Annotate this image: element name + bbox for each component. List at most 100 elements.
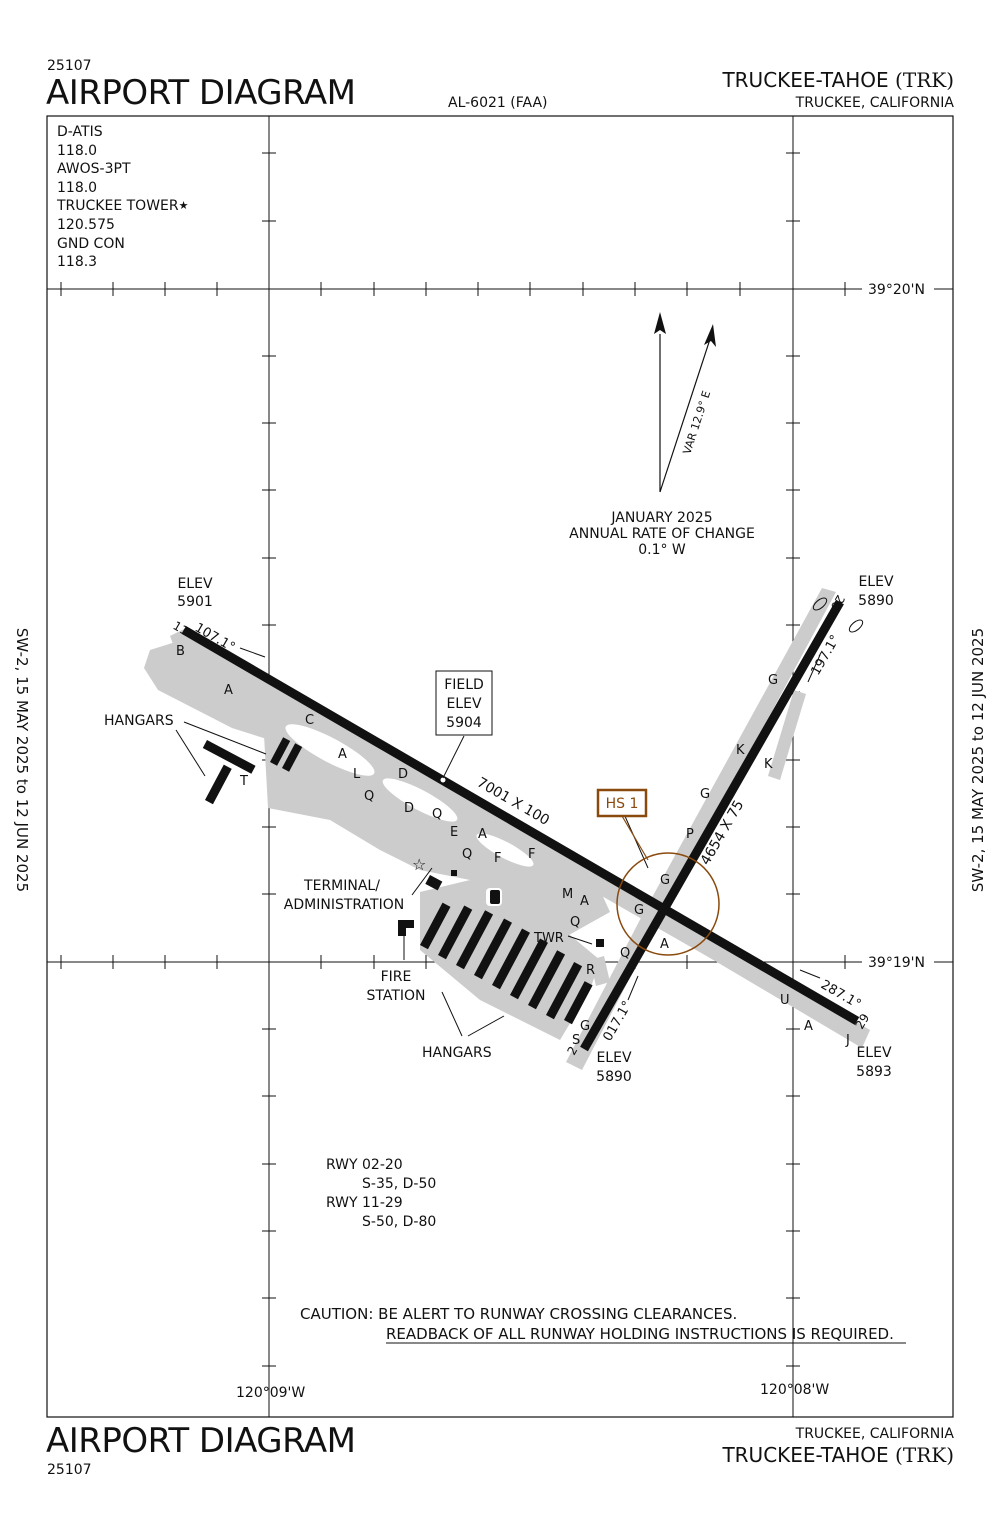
taxiway-label: A: [478, 827, 487, 842]
diagram-frame: [46, 115, 954, 1418]
hangars-south-label: HANGARS: [422, 1045, 492, 1061]
caution-line1: CAUTION: BE ALERT TO RUNWAY CROSSING CLE…: [300, 1305, 737, 1323]
runway-11-29: [181, 626, 860, 1025]
lat-label-north: 39°20'N: [868, 282, 925, 298]
taxiway-label: Q: [432, 807, 442, 822]
elev-label-20: ELEV: [858, 574, 893, 590]
taxiway-g-parallel: [566, 588, 836, 1070]
airport-name: TRUCKEE-TAHOE: [722, 68, 889, 92]
lat-label-south: 39°19'N: [868, 955, 925, 971]
mag-rate: 0.1° W: [638, 542, 686, 558]
taxiway-label: F: [528, 847, 535, 862]
hangars-west-label: HANGARS: [104, 713, 174, 729]
taxiway-label: Q: [620, 946, 630, 961]
elev-value-29: 5893: [856, 1064, 892, 1080]
strength-runway: RWY 02-20: [326, 1157, 403, 1173]
taxiway-label: K: [764, 757, 773, 772]
freq-label: GND CON: [57, 235, 125, 252]
taxiway-label: R: [586, 963, 595, 978]
taxiway-label: M: [562, 887, 573, 902]
freq-value: 120.575: [57, 216, 115, 233]
taxiway-label: D: [404, 801, 414, 816]
lat-lon-grid: [47, 116, 953, 1417]
lon-label-west: 120°09'W: [236, 1385, 305, 1401]
runway-02-20: [580, 599, 844, 1052]
taxiway-label: U: [780, 993, 790, 1008]
fire-station-label-2: STATION: [366, 988, 425, 1004]
field-elev-line2: ELEV: [446, 696, 481, 712]
chart-title: AIRPORT DIAGRAM: [46, 73, 356, 113]
hangar-buildings: [202, 737, 604, 1025]
taxiway-label: G: [660, 873, 670, 888]
taxiway-label: A: [338, 747, 347, 762]
taxiway-label: A: [660, 937, 669, 952]
fire-station-label-1: FIRE: [381, 969, 412, 985]
freq-value: 118.3: [57, 254, 98, 271]
taxiway-label: Q: [462, 847, 472, 862]
taxiway-label: A: [580, 894, 589, 909]
grid-ticks: [60, 152, 846, 1367]
tower-star-icon: ☆: [412, 855, 426, 874]
taxiway-label: S: [572, 1033, 580, 1048]
rwy-end-11: 11: [171, 618, 191, 638]
taxiway-label: Q: [570, 915, 580, 930]
taxiway-label: K: [736, 743, 745, 758]
field-elev-box: [435, 670, 493, 736]
taxiway-label: D: [398, 767, 408, 782]
taxiway-label: Q: [364, 789, 374, 804]
elev-label-11: ELEV: [177, 576, 212, 592]
pavement: [144, 588, 870, 1070]
taxiway-labels: B A C T A L Q D D Q E A F Q F M A Q Q R …: [176, 644, 850, 1048]
freq-label: AWOS-3PT: [57, 161, 131, 178]
mag-rate-label: ANNUAL RATE OF CHANGE: [569, 526, 755, 542]
chart-title-bottom: AIRPORT DIAGRAM: [46, 1421, 356, 1461]
taxiway-label: B: [176, 644, 185, 659]
airport-name-top: TRUCKEE-TAHOE (TRK): [722, 68, 954, 92]
freq-value: 118.0: [57, 179, 98, 196]
taxiway-label: T: [239, 774, 248, 789]
taxiway-label: A: [804, 1019, 813, 1034]
taxiway-label: J: [845, 1033, 850, 1048]
airport-id: (TRK): [895, 1443, 954, 1467]
mag-date: JANUARY 2025: [610, 510, 712, 526]
taxiway-label: G: [634, 903, 644, 918]
taxiway-label: C: [305, 713, 314, 728]
elev-value-20: 5890: [858, 593, 894, 609]
caution-line2: READBACK OF ALL RUNWAY HOLDING INSTRUCTI…: [386, 1325, 894, 1343]
strength-value: S-35, D-50: [362, 1176, 436, 1192]
west-apron: [144, 640, 270, 740]
approach-light-icon: [812, 597, 864, 633]
strength-runway: RWY 11-29: [326, 1195, 403, 1211]
north-arrow-icon: [654, 312, 666, 492]
taxiway-k: [768, 690, 806, 780]
freq-value: 118.0: [57, 142, 98, 159]
freq-label: D-ATIS: [57, 124, 103, 140]
hotspot-circle: [616, 852, 720, 956]
frequency-list: D-ATIS 118.0 AWOS-3PT 118.0 TRUCKEE TOWE…: [57, 123, 189, 272]
elev-label-02: ELEV: [596, 1050, 631, 1066]
airport-id: (TRK): [895, 68, 954, 92]
mag-variation: VAR 12.9° E: [680, 389, 713, 456]
taxiway-r: [590, 956, 610, 986]
freq-label: TRUCKEE TOWER: [57, 198, 179, 215]
hotspot-label: HS 1: [606, 796, 639, 812]
twr-label: TWR: [533, 931, 564, 946]
taxiway-label: G: [580, 1019, 590, 1034]
magnetic-north-arrow-icon: [659, 324, 716, 493]
city-state-top: TRUCKEE, CALIFORNIA: [795, 95, 954, 111]
elev-value-11: 5901: [177, 594, 213, 610]
taxiway-label: P: [686, 827, 694, 842]
taxiway-label: L: [353, 767, 361, 782]
rwy-end-20: 20: [828, 593, 848, 613]
chart-number: 25107: [47, 58, 92, 74]
field-elev-value: 5904: [446, 715, 482, 731]
lon-label-east: 120°08'W: [760, 1382, 829, 1398]
rwy-end-29: 29: [852, 1011, 872, 1031]
city-state-bottom: TRUCKEE, CALIFORNIA: [795, 1426, 954, 1442]
field-elev-line1: FIELD: [444, 677, 484, 693]
strength-value: S-50, D-80: [362, 1214, 436, 1230]
hotspot-box: [596, 788, 648, 818]
taxiway-label: A: [224, 683, 233, 698]
al-number: AL-6021 (FAA): [448, 95, 548, 111]
